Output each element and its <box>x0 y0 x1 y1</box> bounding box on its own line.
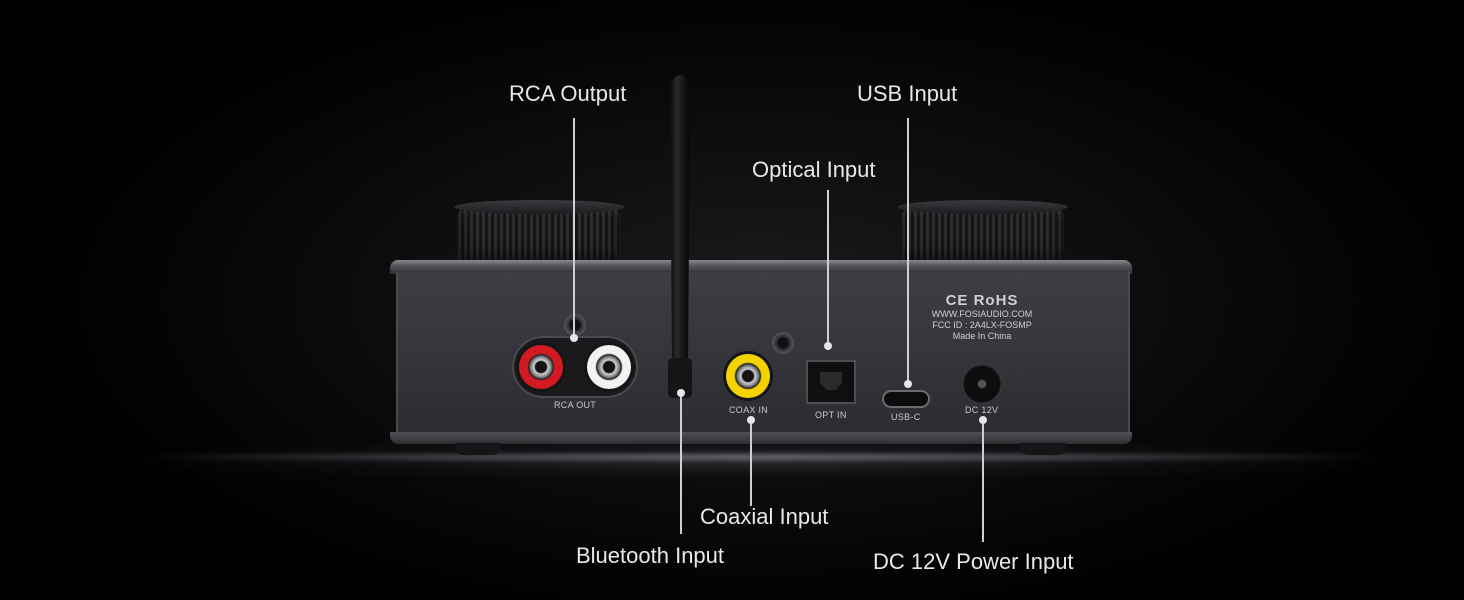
rca-out-label: RCA OUT <box>554 400 597 410</box>
optical-input-leader <box>827 190 829 346</box>
dc-power-leader <box>982 420 984 542</box>
rca-jack-red <box>519 345 563 389</box>
bluetooth-antenna <box>668 75 692 398</box>
input-knob <box>898 200 1068 268</box>
rca-output-callout: RCA Output <box>509 81 627 106</box>
panel-screw-left <box>564 314 586 336</box>
rca-jack-white <box>587 345 631 389</box>
floor-reflection <box>140 454 1380 460</box>
opt-in-label: OPT IN <box>815 410 847 420</box>
floor-glow <box>120 440 1400 480</box>
bluetooth-input-marker <box>677 389 685 397</box>
coaxial-input-marker <box>747 416 755 424</box>
rubber-foot-right <box>1020 443 1066 455</box>
ce-rohs-logos: CE RoHS <box>945 292 1019 309</box>
website-text: WWW.FOSIAUDIO.COM <box>931 309 1033 319</box>
rca-output-marker <box>570 334 578 342</box>
usb-input-leader <box>907 118 909 384</box>
usb-input-callout: USB Input <box>857 81 958 106</box>
usb-c-label: USB-C <box>891 412 921 422</box>
panel-screw-right <box>772 332 794 354</box>
dc-power-marker <box>979 416 987 424</box>
dc-power-callout: DC 12V Power Input <box>873 549 1074 574</box>
optical-input-marker <box>824 342 832 350</box>
fcc-id-text: FCC ID : 2A4LX-FOSMP <box>932 320 1032 330</box>
bluetooth-input-leader <box>680 394 682 534</box>
coaxial-input-leader <box>750 420 752 506</box>
coax-jack <box>726 354 770 398</box>
dc-12v-label: DC 12V <box>965 405 999 415</box>
chassis-top-edge <box>390 260 1132 274</box>
usb-input-marker <box>904 380 912 388</box>
coaxial-input-callout: Coaxial Input <box>700 504 829 529</box>
certification-block: CE RoHS WWW.FOSIAUDIO.COM FCC ID : 2A4LX… <box>920 292 1044 342</box>
optical-port <box>806 360 856 404</box>
dc-power-jack <box>962 364 1002 404</box>
optical-input-callout: Optical Input <box>752 157 876 182</box>
rca-output-leader <box>573 118 575 340</box>
volume-knob <box>454 200 624 268</box>
rubber-foot-left <box>455 443 501 455</box>
chassis-bottom-edge <box>390 432 1132 444</box>
coax-in-label: COAX IN <box>729 405 769 415</box>
bluetooth-input-callout: Bluetooth Input <box>576 543 725 568</box>
usb-c-port <box>882 390 930 408</box>
origin-text: Made In China <box>952 331 1012 341</box>
